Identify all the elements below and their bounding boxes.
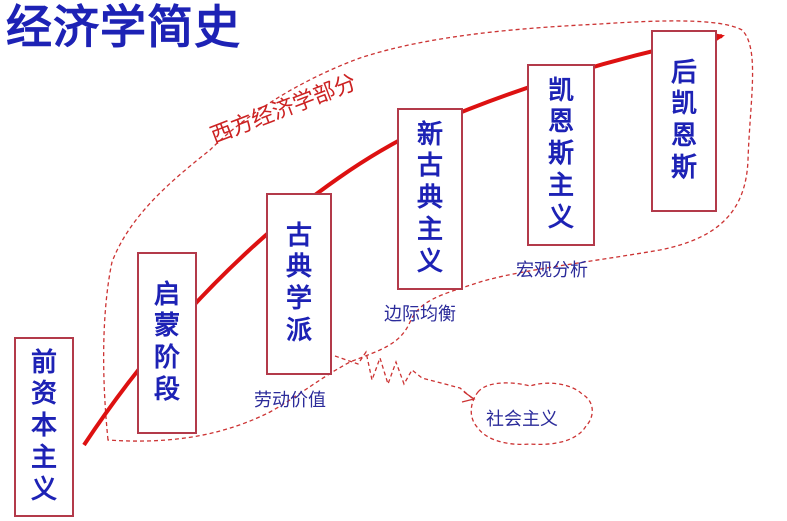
stage-label-char: 凯 [670,89,697,120]
stage-classical-school: 古典学派 [266,193,332,375]
note-marginal-equilibrium: 边际均衡 [384,304,456,325]
stage-label-char: 阶 [153,343,180,373]
stage-label-char: 前 [30,347,57,378]
stage-label-char: 凯 [547,75,574,106]
note-socialism: 社会主义 [486,409,558,430]
stage-label-char: 义 [547,202,574,233]
western-economics-boundary [103,20,754,442]
socialism-connector [334,350,473,399]
stage-label-char: 古 [285,220,312,251]
stage-label-char: 恩 [547,107,574,138]
stage-enlightenment: 启蒙阶段 [137,252,197,434]
stage-label-char: 斯 [670,152,697,183]
stage-label-char: 本 [30,411,57,442]
stage-label: 新古典主义 [417,120,443,279]
stage-keynesianism: 凯恩斯主义 [527,64,595,246]
stage-label-char: 派 [285,315,312,346]
stage-label-char: 启 [153,279,180,310]
stage-label-char: 主 [416,214,443,245]
stage-post-keynesian: 后凯恩斯 [651,30,717,212]
stage-label: 后凯恩斯 [671,58,697,185]
stage-label-char: 段 [153,374,180,405]
stage-label-char: 主 [30,442,57,473]
stage-label-char: 新 [416,119,443,150]
stage-label-char: 恩 [670,121,697,151]
stage-label: 古典学派 [286,221,312,348]
stage-label-char: 义 [30,474,57,505]
stage-label-char: 后 [670,57,697,88]
note-labor-value: 劳动价值 [254,390,326,411]
stage-label-char: 蒙 [153,311,180,342]
stage-pre-capitalism: 前资本主义 [14,337,74,517]
stage-label-char: 典 [416,183,443,214]
socialism-connector-arrowhead [461,391,476,403]
stage-label: 前资本主义 [31,348,57,507]
stage-label-char: 古 [416,151,443,182]
stage-label-char: 义 [416,246,443,277]
stage-label: 凯恩斯主义 [548,76,574,235]
stage-neoclassical: 新古典主义 [397,108,463,290]
stage-label-char: 斯 [547,139,574,170]
stage-label: 启蒙阶段 [154,280,180,407]
stage-label-char: 资 [30,379,57,410]
note-macro-analysis: 宏观分析 [516,260,588,281]
stage-label-char: 学 [285,284,312,314]
diagram-title: 经济学简史 [6,0,241,54]
stage-label-char: 主 [547,170,574,201]
stage-label-char: 典 [285,252,312,283]
